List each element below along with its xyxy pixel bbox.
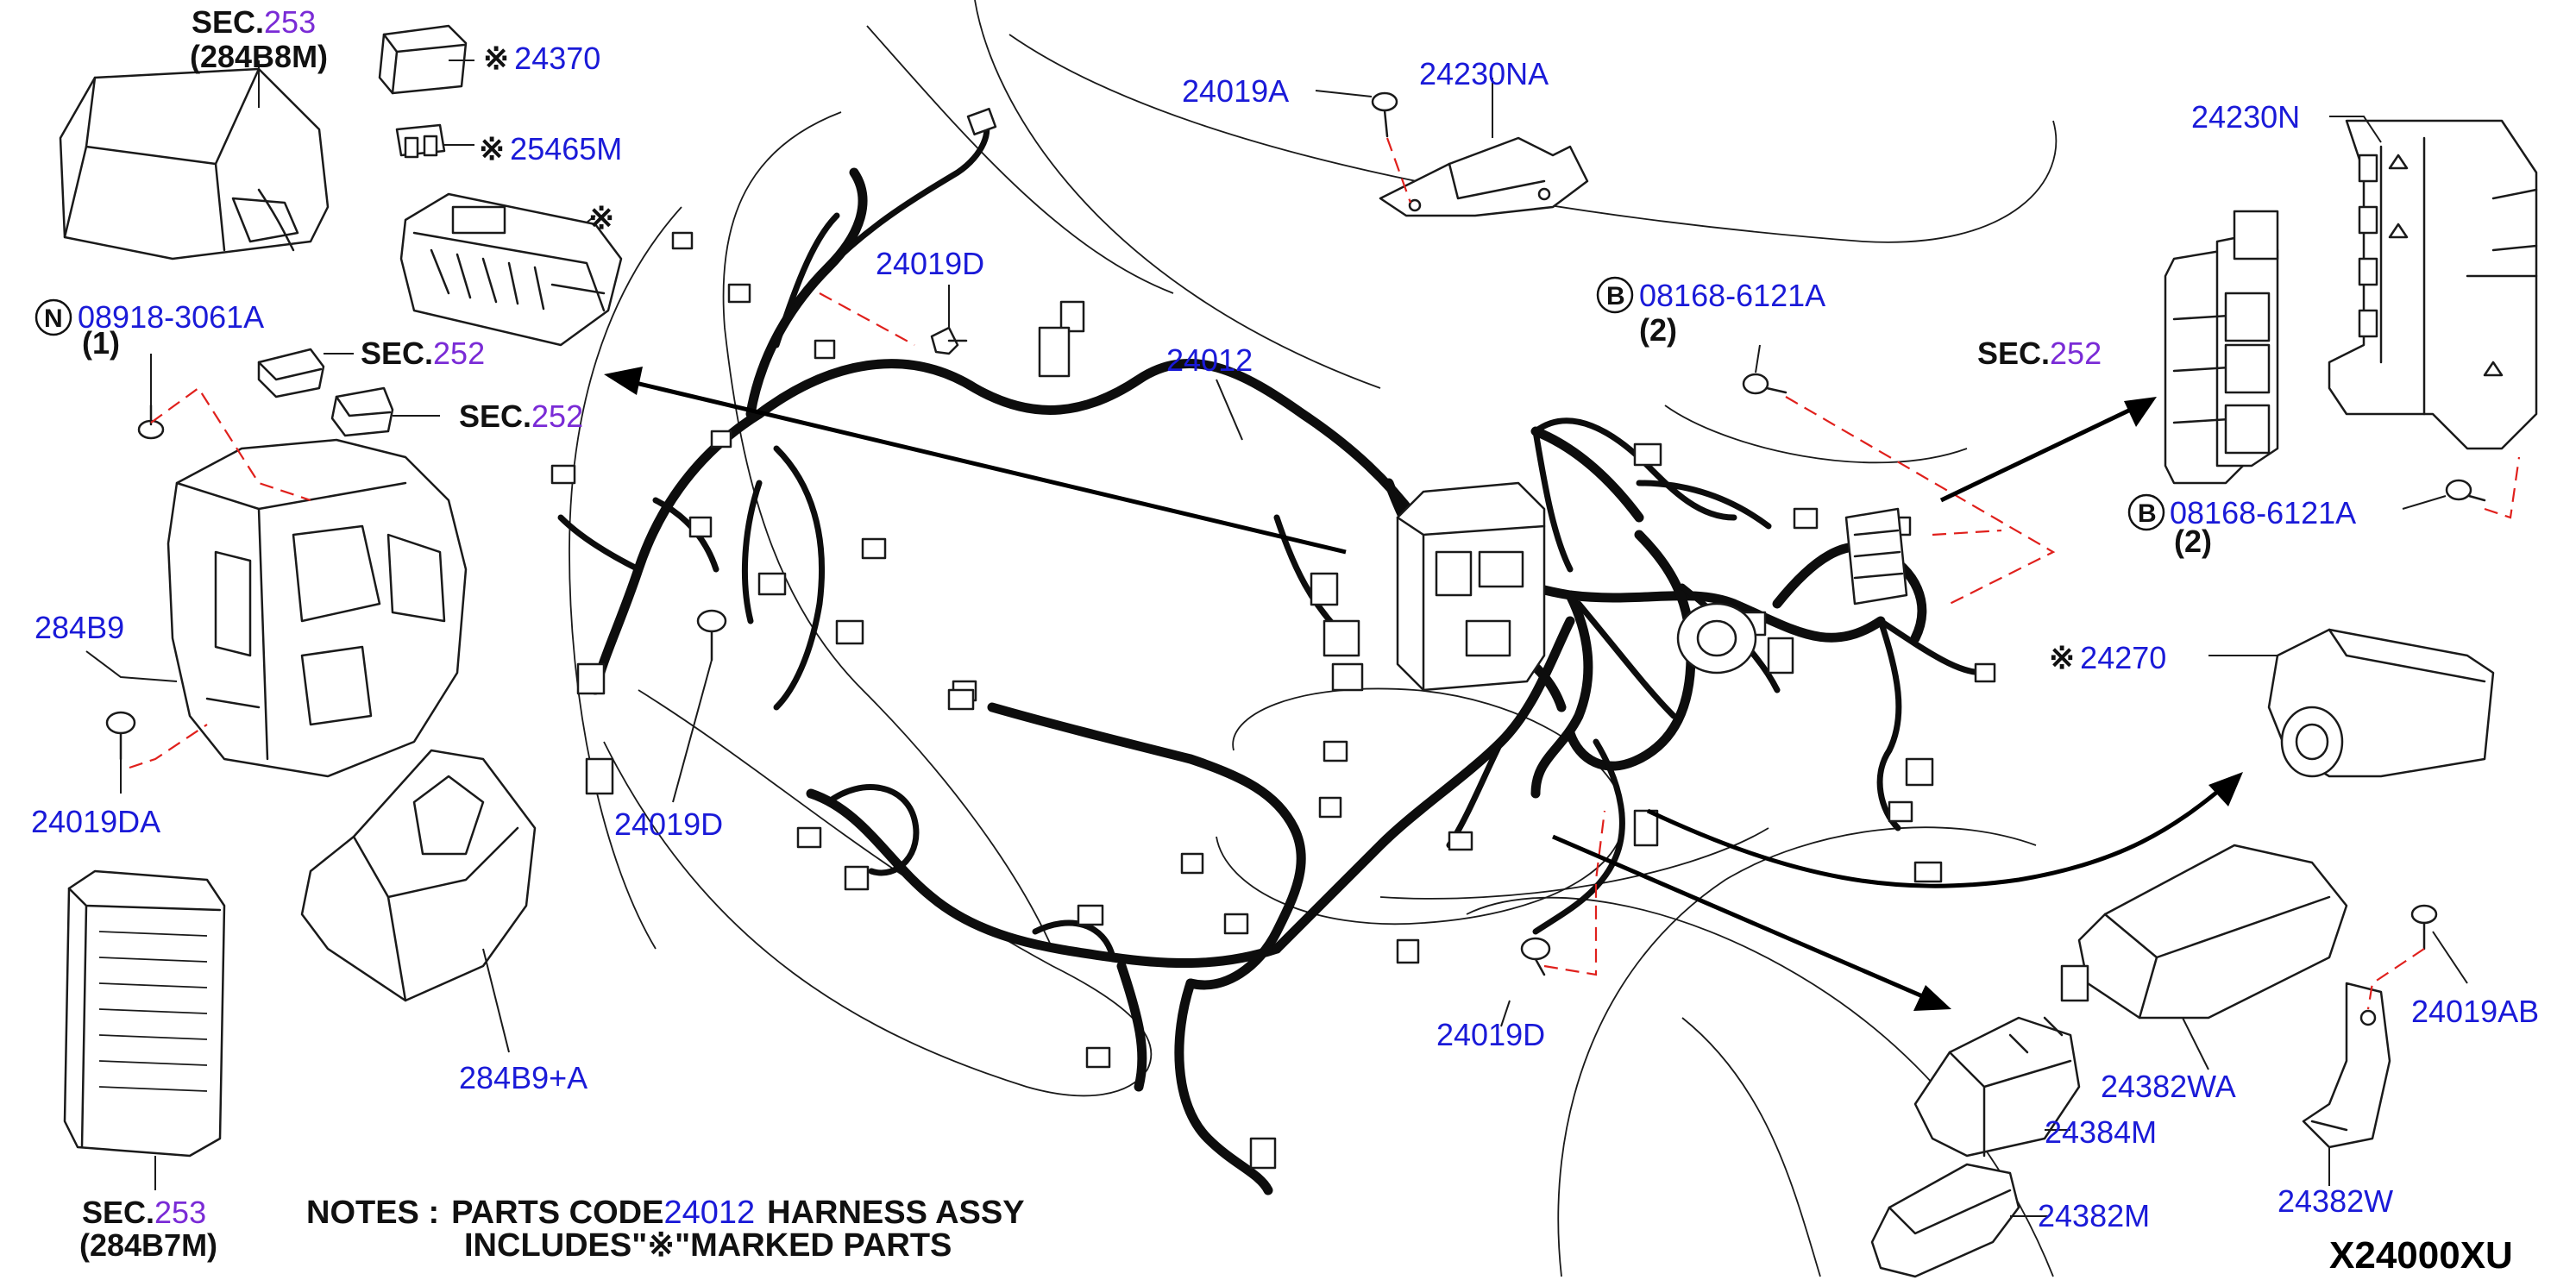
vehicle-outline <box>569 0 2058 1277</box>
fuse-25465m[interactable] <box>395 123 446 159</box>
screw-24019da[interactable] <box>105 711 136 761</box>
sec252-right-label[interactable]: SEC.252 <box>1977 336 2102 371</box>
relay-24370[interactable] <box>378 24 468 95</box>
bracket-24382w[interactable] <box>2302 982 2391 1149</box>
screw-24019ab[interactable] <box>2410 904 2438 951</box>
label-25465m[interactable]: ※25465M <box>479 131 622 166</box>
n-circle-icon <box>35 298 72 336</box>
cover-24382m[interactable] <box>1870 1163 2020 1278</box>
sec253-top-sub: (284B8M) <box>190 39 328 74</box>
install-line-284b9-a <box>150 386 311 502</box>
label-24012[interactable]: 24012 <box>1166 342 1253 378</box>
boot-24270[interactable] <box>2267 628 2495 778</box>
install-line-relay <box>1932 529 2002 536</box>
relay-cluster <box>1844 507 1908 605</box>
label-08918-3061a[interactable]: 08918-3061A <box>78 299 264 335</box>
bolt-08168-6121a-top[interactable] <box>1742 373 1787 395</box>
label-08168-6121a-top[interactable]: 08168-6121A <box>1639 278 1825 313</box>
fuse-holder-24384m[interactable] <box>1913 1016 2081 1158</box>
install-line-08168-top <box>1785 396 2056 605</box>
label-24019da[interactable]: 24019DA <box>31 804 160 839</box>
install-line-08168-right <box>2484 456 2521 519</box>
clip-24019d-center[interactable] <box>1520 937 1551 976</box>
ecu-module-284b7m[interactable] <box>63 869 226 1158</box>
install-line-24019a <box>1385 137 1412 204</box>
screw-08918-3061a[interactable] <box>137 404 165 440</box>
battery-terminal-24382wa[interactable] <box>2060 844 2348 1020</box>
label-24019d-center[interactable]: 24019D <box>1436 1017 1545 1052</box>
label-284b9[interactable]: 284B9 <box>35 610 124 645</box>
install-line-24019d-top <box>819 292 915 346</box>
clip-24019d-top[interactable] <box>930 326 968 355</box>
b-circle-letter-right: B <box>2138 499 2157 528</box>
b-circle-letter-top: B <box>1606 282 1625 311</box>
label-24370[interactable]: ※24370 <box>483 41 600 76</box>
clip-24019d-left[interactable] <box>696 609 727 662</box>
center-fuse-box[interactable] <box>1396 481 1546 692</box>
bracket-24230na[interactable] <box>1379 136 1589 217</box>
label-24019d-top[interactable]: 24019D <box>876 246 984 281</box>
relay-stack[interactable] <box>2164 210 2279 485</box>
label-24270[interactable]: ※24270 <box>2049 640 2166 675</box>
sec252-a-label[interactable]: SEC.252 <box>361 336 485 371</box>
screw-24019a[interactable] <box>1371 91 1398 138</box>
notes-line-2: INCLUDES"※"MARKED PARTS <box>464 1227 952 1264</box>
label-08168-6121a-right[interactable]: 08168-6121A <box>2170 495 2356 530</box>
marker-fuse-block: ※ <box>588 200 614 235</box>
bolt-08168-6121a-right[interactable] <box>2445 479 2486 502</box>
direction-arrows <box>604 367 2243 1011</box>
b-circle-icon-right <box>2127 493 2165 531</box>
sec252-b-label[interactable]: SEC.252 <box>459 398 583 434</box>
lower-cover-284b9a[interactable] <box>300 749 537 1002</box>
grommet <box>1676 602 1757 675</box>
label-284b9a[interactable]: 284B9+A <box>459 1060 587 1095</box>
label-24382m[interactable]: 24382M <box>2038 1198 2150 1233</box>
label-24382w[interactable]: 24382W <box>2278 1183 2393 1219</box>
install-line-284b9-b <box>129 724 208 769</box>
leader-lines <box>85 60 2468 1217</box>
sec253-bottom-sub: (284B7M) <box>79 1227 217 1263</box>
harness-connectors <box>550 107 1996 1170</box>
b-circle-icon-top <box>1596 276 1634 314</box>
relay-bracket-24230n[interactable] <box>2328 119 2538 450</box>
connector-sec252-a[interactable] <box>257 348 325 398</box>
label-24019a[interactable]: 24019A <box>1182 73 1289 109</box>
labels: SEC.253 (284B8M) ※24370 ※25465M ※ N 0891… <box>31 4 2539 1277</box>
diagram-code: X24000XU <box>2329 1234 2513 1277</box>
sec253-top-label[interactable]: SEC.253 <box>192 4 316 40</box>
fuse-block-marked[interactable] <box>399 192 623 347</box>
n-circle-letter: N <box>44 304 63 333</box>
fuse-box-cover-284b8m[interactable] <box>59 67 330 260</box>
install-line-24019d-center <box>1543 810 1606 976</box>
qty-08168-top: (2) <box>1639 312 1677 348</box>
qty-08168-right: (2) <box>2174 524 2212 559</box>
label-24230n[interactable]: 24230N <box>2191 99 2300 135</box>
label-24382wa[interactable]: 24382WA <box>2101 1069 2236 1104</box>
fuse-box-housing-284b9[interactable] <box>166 438 468 778</box>
qty-08918: (1) <box>82 325 120 361</box>
label-24019ab[interactable]: 24019AB <box>2411 994 2539 1029</box>
label-24019d-left[interactable]: 24019D <box>614 806 723 842</box>
sec253-bottom-label[interactable]: SEC.253 <box>82 1195 206 1230</box>
label-24230na[interactable]: 24230NA <box>1419 56 1549 91</box>
connector-sec252-b[interactable] <box>330 386 394 437</box>
label-24384m[interactable]: 24384M <box>2045 1114 2157 1150</box>
